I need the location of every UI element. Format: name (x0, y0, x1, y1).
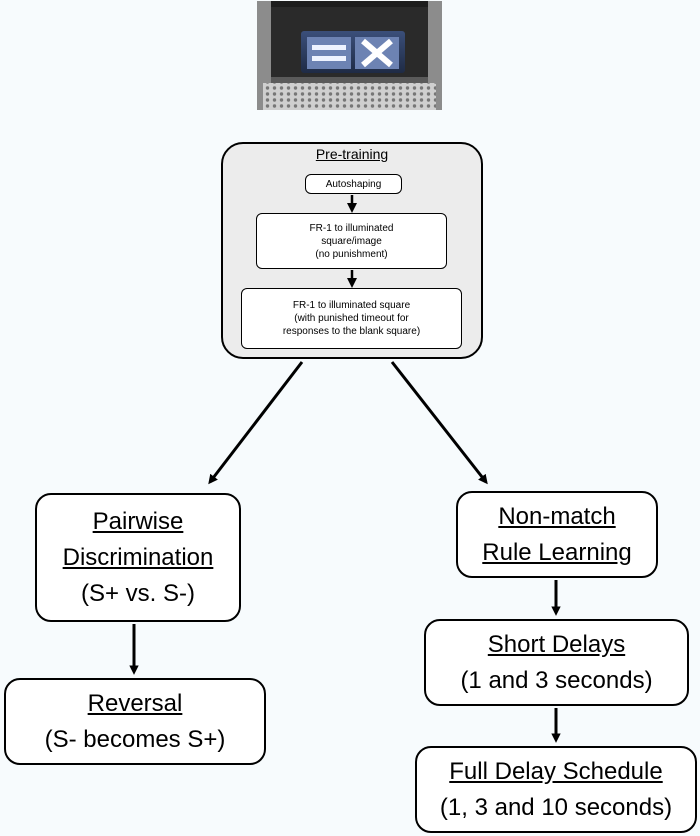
pairwise-title-line-2: Discrimination (62, 543, 214, 571)
fr1-line-2: square/image (321, 235, 382, 247)
arrow-pretraining-to-pairwise (208, 361, 304, 485)
full-delay-detail: (1, 3 and 10 seconds) (439, 793, 673, 821)
fr1p-line-1: FR-1 to illuminated square (292, 300, 411, 311)
full-delay-title: Full Delay Schedule (449, 757, 663, 785)
fr1-line-3: (no punishment) (315, 248, 388, 260)
reversal-detail: (S- becomes S+) (44, 725, 226, 753)
fr1-no-punishment-box: FR-1 to illuminated square/image (no pun… (256, 213, 447, 269)
touchscreen-chamber-photo (257, 1, 442, 110)
short-delays-box: Short Delays (1 and 3 seconds) (424, 619, 689, 706)
pairwise-title-line-1: Pairwise (92, 507, 184, 535)
pretraining-title: Pre-training (315, 146, 389, 162)
short-delays-detail: (1 and 3 seconds) (460, 666, 653, 694)
arrow-pretraining-to-nonmatch (390, 361, 488, 485)
fr1-line-1: FR-1 to illuminated (309, 222, 394, 234)
full-delay-box: Full Delay Schedule (1, 3 and 10 seconds… (415, 746, 697, 833)
reversal-box: Reversal (S- becomes S+) (4, 678, 266, 765)
nonmatch-title-line-1: Non-match (498, 502, 616, 530)
pairwise-detail: (S+ vs. S-) (80, 579, 195, 607)
fr1p-line-3: responses to the blank square) (282, 326, 421, 337)
nonmatch-title-line-2: Rule Learning (482, 538, 632, 566)
autoshaping-label: Autoshaping (325, 178, 382, 190)
reversal-title: Reversal (87, 689, 183, 717)
fr1-punished-box: FR-1 to illuminated square (with punishe… (241, 288, 462, 349)
autoshaping-box: Autoshaping (305, 174, 402, 194)
fr1p-line-2: (with punished timeout for (294, 313, 409, 324)
short-delays-title: Short Delays (487, 630, 626, 658)
nonmatch-rule-box: Non-match Rule Learning (456, 491, 658, 578)
pairwise-discrimination-box: Pairwise Discrimination (S+ vs. S-) (35, 493, 241, 622)
